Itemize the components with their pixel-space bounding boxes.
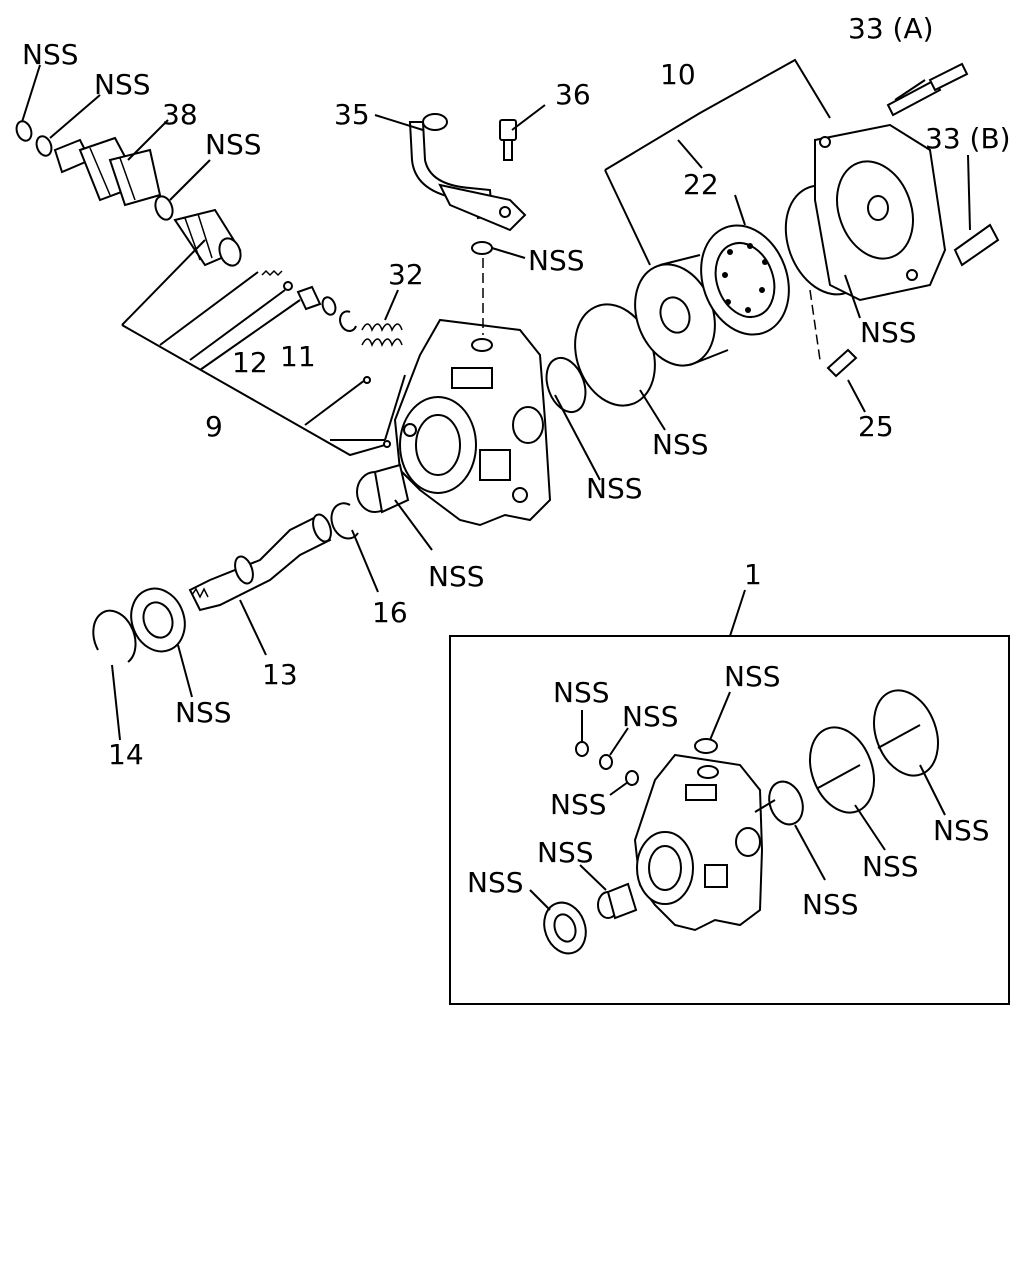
label-36: 36 xyxy=(555,78,591,111)
dash-lines xyxy=(482,258,821,361)
pump-body-9 xyxy=(393,318,552,527)
snap-ring-14 xyxy=(92,609,137,663)
o-ring-pipe xyxy=(471,241,493,255)
label-inset-nss-7: NSS xyxy=(933,814,990,847)
label-nss-2: NSS xyxy=(94,68,151,101)
inset-pump-body xyxy=(633,753,764,932)
leader-10 xyxy=(604,58,831,266)
label-inset-nss-2: NSS xyxy=(724,660,781,693)
label-10: 10 xyxy=(660,58,696,91)
union-fitting-38 xyxy=(53,136,162,207)
label-nss-6: NSS xyxy=(652,428,709,461)
small-spring xyxy=(261,269,293,291)
seat-12 xyxy=(296,285,337,316)
label-inset-nss-4: NSS xyxy=(550,788,607,821)
label-13: 13 xyxy=(262,658,298,691)
label-inset-nss-5: NSS xyxy=(537,836,594,869)
label-11: 11 xyxy=(280,340,316,373)
o-ring-small-1 xyxy=(15,120,33,142)
label-inset-nss-6: NSS xyxy=(467,866,524,899)
label-14: 14 xyxy=(108,738,144,771)
bolt-33a xyxy=(886,62,969,117)
label-nss-9: NSS xyxy=(175,696,232,729)
bushing xyxy=(356,463,410,514)
part-labels: NSS NSS 38 NSS 35 36 10 33 (A) 33 (B) 22… xyxy=(22,12,1011,921)
oil-seal xyxy=(130,587,186,653)
label-35: 35 xyxy=(334,98,370,131)
label-16: 16 xyxy=(372,596,408,629)
label-1: 1 xyxy=(744,558,762,591)
label-32: 32 xyxy=(388,258,424,291)
rotor-22 xyxy=(700,224,790,336)
label-9: 9 xyxy=(205,410,223,443)
o-ring-valve xyxy=(154,195,174,221)
bolt-33b xyxy=(953,223,1000,267)
inset-oil-seal xyxy=(543,901,587,955)
label-38: 38 xyxy=(162,98,198,131)
bolt-36 xyxy=(499,119,517,161)
o-ring-small-2 xyxy=(35,135,53,157)
inset-bushing xyxy=(597,882,638,920)
label-inset-nss-8: NSS xyxy=(862,850,919,883)
label-inset-nss-9: NSS xyxy=(802,888,859,921)
label-inset-nss-1: NSS xyxy=(553,676,610,709)
label-inset-nss-3: NSS xyxy=(622,700,679,733)
label-12: 12 xyxy=(232,346,268,379)
rear-cover xyxy=(814,123,947,302)
snap-ring-11 xyxy=(339,310,357,332)
inset-box xyxy=(449,635,1010,1005)
suction-pipe-35 xyxy=(408,113,527,232)
label-22: 22 xyxy=(683,168,719,201)
label-nss-4: NSS xyxy=(528,244,585,277)
spring-32 xyxy=(361,323,403,347)
leader-lines xyxy=(21,64,971,911)
shaft-13 xyxy=(188,513,332,612)
pin-25 xyxy=(826,348,858,378)
snap-ring-16 xyxy=(330,502,359,540)
label-nss-8: NSS xyxy=(428,560,485,593)
label-nss-5: NSS xyxy=(860,316,917,349)
inset-o-rings xyxy=(575,689,939,826)
label-nss-1: NSS xyxy=(22,38,79,71)
label-33b: 33 (B) xyxy=(925,122,1011,155)
label-33a: 33 (A) xyxy=(848,12,934,45)
leader-pump-group xyxy=(121,239,406,457)
label-25: 25 xyxy=(858,410,894,443)
label-nss-7: NSS xyxy=(586,472,643,505)
cam-ring xyxy=(634,254,729,367)
label-nss-3: NSS xyxy=(205,128,262,161)
